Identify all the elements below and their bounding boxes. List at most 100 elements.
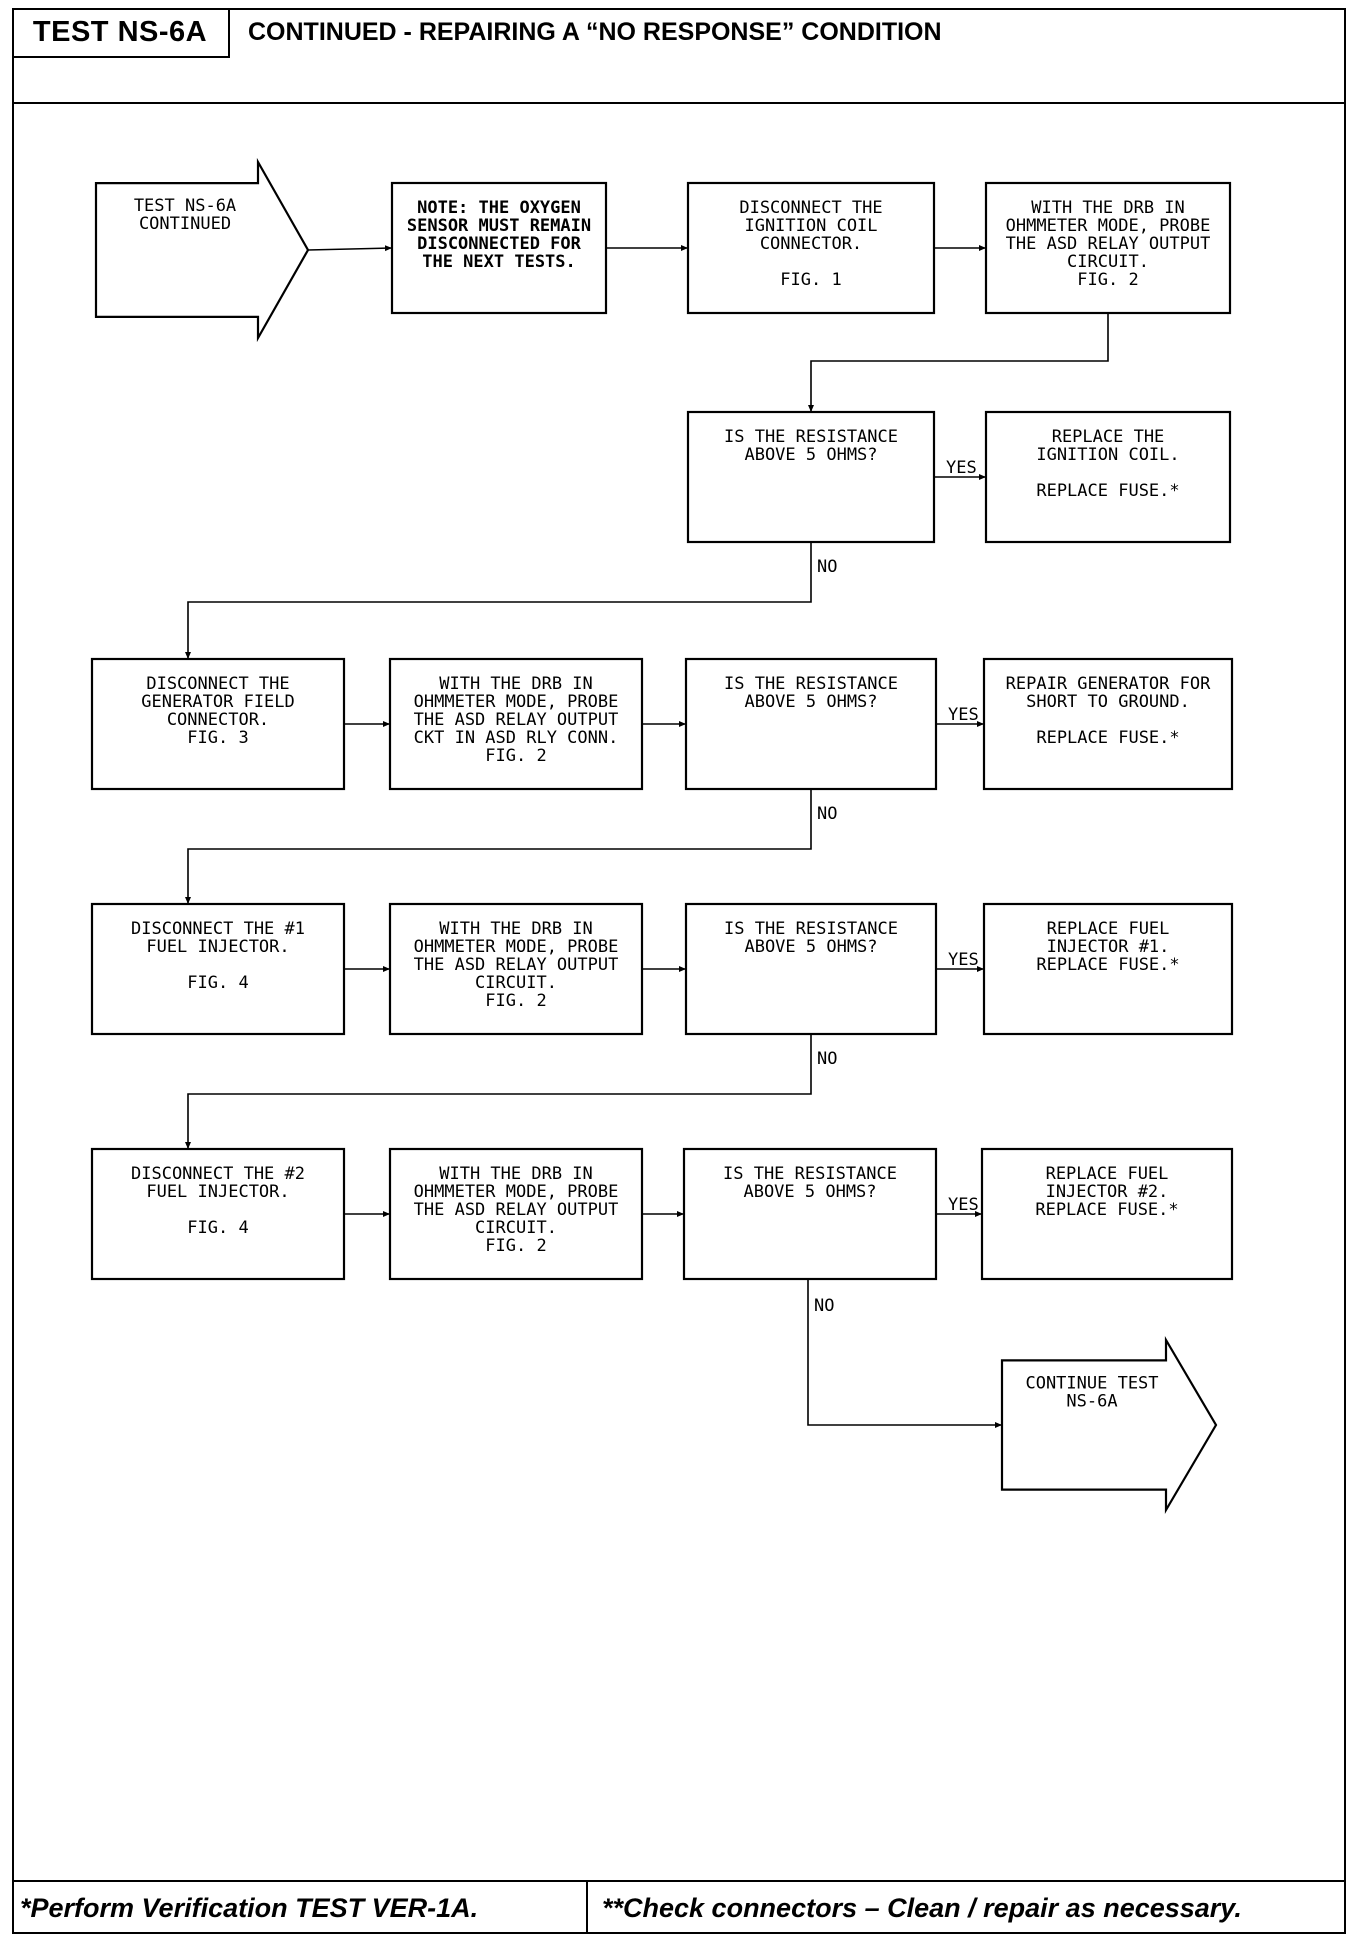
node-text-line: FIG. 3 (187, 728, 248, 748)
node-text-line: THE ASD RELAY OUTPUT (414, 710, 619, 730)
edge-label-yes: YES (948, 950, 979, 970)
header: TEST NS-6A CONTINUED - REPAIRING A “NO R… (12, 8, 1346, 104)
node-text-line: FUEL INJECTOR. (146, 937, 289, 957)
node-text-line: THE ASD RELAY OUTPUT (414, 955, 619, 975)
process-box (982, 657, 1234, 791)
page-title: CONTINUED - REPAIRING A “NO RESPONSE” CO… (248, 18, 942, 46)
node-text-line: REPLACE FUSE.* (1035, 1200, 1178, 1220)
node-text-line: CKT IN ASD RLY CONN. (414, 728, 619, 748)
node-text-line: FIG. 4 (187, 973, 248, 993)
node-text-line: IGNITION COIL (744, 216, 877, 236)
node-text-line: REPLACE FUSE.* (1036, 955, 1179, 975)
node-text-line: FUEL INJECTOR. (146, 1182, 289, 1202)
node-text-line: OHMMETER MODE, PROBE (414, 692, 619, 712)
edge-label-no: NO (814, 1296, 834, 1316)
node-text-line: REPLACE THE (1052, 427, 1165, 447)
node-text-line: SENSOR MUST REMAIN (407, 216, 591, 236)
page-frame (12, 8, 1346, 1934)
node-text-line: OHMMETER MODE, PROBE (1006, 216, 1211, 236)
flow-connector-probe-1-to-decision-1 (808, 313, 1109, 412)
process-box (390, 181, 608, 315)
node-text-line: SHORT TO GROUND. (1026, 692, 1190, 712)
node-text-line: DISCONNECT THE #1 (131, 919, 305, 939)
flow-connector-decision-1-to-disconnect-generator (185, 542, 812, 659)
node-text-line: CONNECTOR. (760, 234, 862, 254)
node-text-line: WITH THE DRB IN (439, 919, 593, 939)
node-text-line: OHMMETER MODE, PROBE (414, 1182, 619, 1202)
node-text-line: IS THE RESISTANCE (724, 674, 898, 694)
process-box (684, 657, 938, 791)
node-text-line: IGNITION COIL. (1036, 445, 1179, 465)
node-text-line: GENERATOR FIELD (141, 692, 295, 712)
node-text-line: REPLACE FUSE.* (1036, 728, 1179, 748)
node-text-line: CONTINUE TEST (1025, 1373, 1158, 1393)
footer-connectors-note: **Check connectors – Clean / repair as n… (602, 1892, 1242, 1923)
node-text-line: NS-6A (1066, 1391, 1117, 1411)
node-text-line: THE NEXT TESTS. (422, 252, 576, 272)
footer-verification-note: *Perform Verification TEST VER-1A. (12, 1882, 588, 1934)
test-id-label: TEST NS-6A (12, 8, 230, 58)
node-text-line: ABOVE 5 OHMS? (743, 1182, 876, 1202)
node-text-line: REPAIR GENERATOR FOR (1006, 674, 1211, 694)
node-text-line: NOTE: THE OXYGEN (417, 198, 581, 218)
process-box (686, 410, 936, 544)
edge-label-no: NO (817, 1049, 837, 1069)
edge-label-no: NO (817, 557, 837, 577)
arrow-shape (94, 157, 310, 343)
node-text-line: THE ASD RELAY OUTPUT (414, 1200, 619, 1220)
node-text-line: DISCONNECTED FOR (417, 234, 582, 254)
node-text-line: IS THE RESISTANCE (724, 427, 898, 447)
process-box (388, 902, 644, 1036)
arrow-shape (1000, 1335, 1218, 1515)
node-text-line: WITH THE DRB IN (1031, 198, 1185, 218)
process-box (90, 902, 346, 1036)
node-text-line: CIRCUIT. (475, 973, 557, 993)
node-text-line: DISCONNECT THE (739, 198, 882, 218)
flow-connector-start-to-note (307, 245, 393, 252)
node-text-line: REPLACE FUEL (1046, 1164, 1169, 1184)
node-text-line: CIRCUIT. (475, 1218, 557, 1238)
node-text-line: THE ASD RELAY OUTPUT (1006, 234, 1211, 254)
node-text-line: ABOVE 5 OHMS? (744, 692, 877, 712)
edge-label-yes: YES (948, 1195, 979, 1215)
node-text-line: REPLACE FUSE.* (1036, 481, 1179, 501)
process-box (686, 181, 936, 315)
edge-label-yes: YES (946, 458, 977, 478)
page: TEST NS-6A CONTINUED - REPAIRING A “NO R… (12, 8, 1346, 1934)
node-text-line: REPLACE FUEL (1047, 919, 1170, 939)
node-text-line: CONNECTOR. (167, 710, 269, 730)
node-text-line: FIG. 4 (187, 1218, 248, 1238)
edge-label-yes: YES (948, 705, 979, 725)
flow-connector-decision-3-to-disconnect-injector-2 (185, 1034, 812, 1149)
footer: *Perform Verification TEST VER-1A. **Che… (12, 1880, 1346, 1934)
node-text-line: CONTINUED (139, 214, 231, 234)
flow-connector-decision-4-to-continue (807, 1279, 1002, 1428)
process-box (982, 902, 1234, 1036)
node-text-line: ABOVE 5 OHMS? (744, 445, 877, 465)
node-text-line: TEST NS-6A (134, 196, 236, 216)
node-text-line: INJECTOR #2. (1046, 1182, 1169, 1202)
node-text-line: INJECTOR #1. (1047, 937, 1170, 957)
node-text-line: FIG. 2 (485, 991, 546, 1011)
node-text-line: IS THE RESISTANCE (723, 1164, 897, 1184)
node-text-line: ABOVE 5 OHMS? (744, 937, 877, 957)
node-text-line: FIG. 2 (485, 746, 546, 766)
